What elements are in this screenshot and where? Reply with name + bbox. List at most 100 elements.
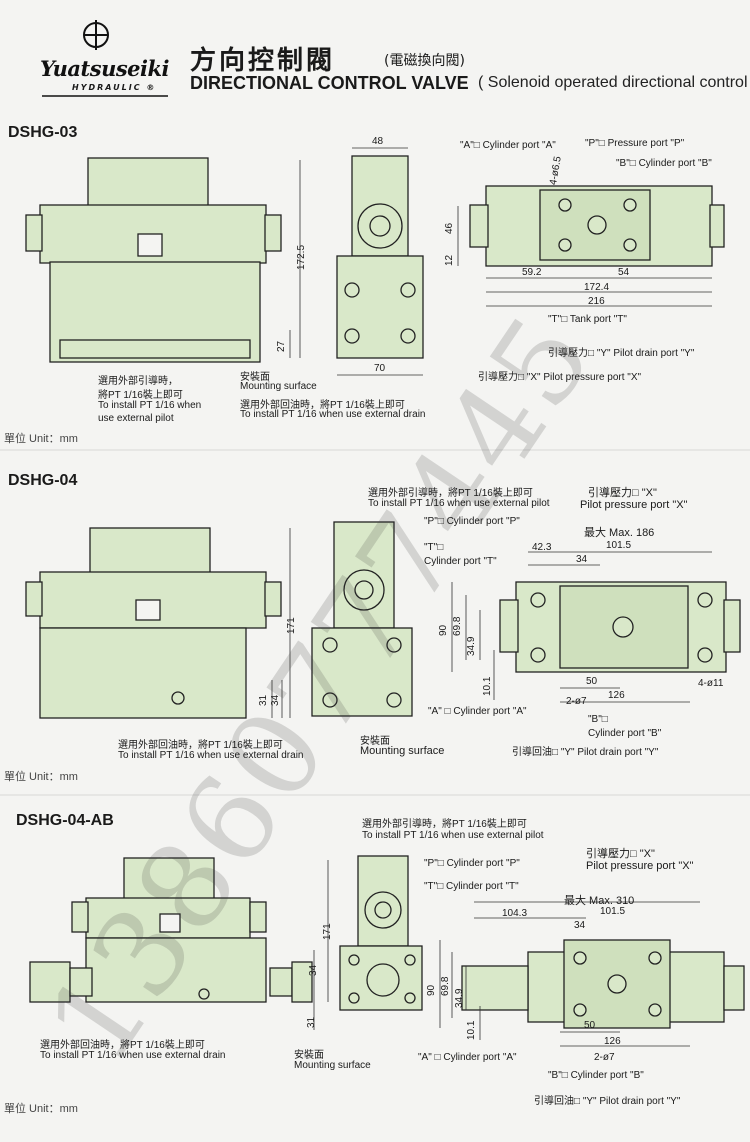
dim-126: 126 <box>608 690 625 701</box>
dim-90: 90 <box>426 984 437 996</box>
port-b-en: Cylinder port "B" <box>588 728 662 739</box>
dim-12: 12 <box>444 254 455 266</box>
drain-note-cn: 選用外部回油時，將PT 1/16裝上即可 <box>118 740 283 751</box>
dim-101v: 10.1 <box>466 1020 477 1040</box>
dshg04-side-view <box>311 521 413 717</box>
dim-31: 31 <box>306 1016 317 1028</box>
dim-69: 69.8 <box>440 976 451 996</box>
dim-126: 126 <box>604 1036 621 1047</box>
dshg03-top-view <box>469 185 725 267</box>
port-t-en: Cylinder port "T" <box>424 556 497 567</box>
port-t-label: "T"□ Cylinder port "T" <box>424 881 519 892</box>
dim-46: 46 <box>444 222 455 234</box>
dim-59: 59.2 <box>522 267 542 278</box>
pilot-note-en2: use external pilot <box>98 413 174 424</box>
dim-34: 34 <box>308 964 319 976</box>
pilot-note-cn2: 將PT 1/16裝上即可 <box>98 390 183 401</box>
dim-hole4: 4-ø11 <box>698 678 724 689</box>
section-title-dshg04: DSHG-04 <box>8 472 78 489</box>
dim-50: 50 <box>584 1020 596 1031</box>
port-a-label: "A" □ Cylinder port "A" <box>428 706 527 717</box>
pilot-note-cn: 選用外部引導時，將PT 1/16裝上即可 <box>368 488 533 499</box>
dim-42: 42.3 <box>532 542 552 553</box>
unit-label: 單位 Unit：mm <box>4 771 78 783</box>
dim-101: 101.5 <box>606 540 632 551</box>
brand-sub: HYDRAULIC ® <box>72 83 157 92</box>
dim-34: 34 <box>270 694 281 706</box>
pilot-note-en: To install PT 1/16 when use external pil… <box>368 498 550 509</box>
max-label: 最大 Max. 310 <box>564 895 635 907</box>
dim-90: 90 <box>438 624 449 636</box>
dim-101v: 10.1 <box>482 676 493 696</box>
port-b-label: "B"□ Cylinder port "B" <box>616 158 712 169</box>
brand-name: Yuatsuseiki <box>40 56 170 81</box>
title-english: DIRECTIONAL CONTROL VALVE <box>190 73 469 93</box>
port-p-label: "P"□ Cylinder port "P" <box>424 516 520 527</box>
dim-54: 54 <box>618 267 630 278</box>
dim-hole2: 2-ø7 <box>594 1052 615 1063</box>
dshg04-front-view <box>25 527 282 719</box>
port-a-label: "A"□ Cylinder port "A" <box>460 140 556 151</box>
port-y-label: 引導回油□ "Y" Pilot drain port "Y" <box>512 747 659 758</box>
dim-bottom: 70 <box>374 363 386 374</box>
pilot-note-en: To install PT 1/16 when <box>98 400 202 411</box>
pilot-note-en: To install PT 1/16 when use external pil… <box>362 830 544 841</box>
mount-cn: 安裝面 <box>240 372 270 383</box>
port-p-label: "P"□ Cylinder port "P" <box>424 858 520 869</box>
port-x-label: 引導壓力□ "X" Pilot pressure port "X" <box>478 372 642 383</box>
dim-34h: 34 <box>576 554 588 565</box>
title-english-sub: ( Solenoid operated directional control … <box>478 74 750 91</box>
dim-349: 34.9 <box>466 636 477 656</box>
pilot-note-cn: 選用外部引導時，將PT 1/16裝上即可 <box>362 819 527 830</box>
dim-34h: 34 <box>574 920 586 931</box>
port-b-cn: "B"□ <box>588 714 608 725</box>
mount-cn: 安裝面 <box>360 736 390 747</box>
dim-50: 50 <box>586 676 598 687</box>
port-y-label: 引導回油□ "Y" Pilot drain port "Y" <box>534 1096 681 1107</box>
section-title-dshg04ab: DSHG-04-AB <box>16 812 114 829</box>
unit-label: 單位 Unit：mm <box>4 1103 78 1115</box>
drain-note-en: To install PT 1/16 when use external dra… <box>240 409 426 420</box>
dim-101: 101.5 <box>600 906 626 917</box>
title-chinese-sub: (電磁換向閥) <box>384 53 465 69</box>
port-p-label: "P"□ Pressure port "P" <box>585 138 685 149</box>
dshg04ab-top-view <box>461 939 745 1029</box>
dim-349: 34.9 <box>454 988 465 1008</box>
dshg04-top-view <box>499 581 741 673</box>
dshg04ab-front-view <box>29 857 313 1003</box>
dim-width: 48 <box>372 136 384 147</box>
port-x-en: Pilot pressure port "X" <box>586 860 694 872</box>
drain-note-cn: 選用外部回油時，將PT 1/16裝上即可 <box>240 400 405 411</box>
mount-en: Mounting surface <box>294 1060 371 1071</box>
port-t-label: "T"□ Tank port "T" <box>548 314 627 325</box>
dim-31: 31 <box>258 694 269 706</box>
unit-label: 單位 Unit：mm <box>4 433 78 445</box>
dim-171: 171 <box>322 923 333 940</box>
dim-104: 104.3 <box>502 908 528 919</box>
dim-base: 27 <box>276 340 287 352</box>
mount-en: Mounting surface <box>240 381 317 392</box>
drain-note-en: To install PT 1/16 when use external dra… <box>118 750 304 761</box>
port-y-label: 引導壓力□ "Y" Pilot drain port "Y" <box>548 348 695 359</box>
dim-216: 216 <box>588 296 605 307</box>
dim-height: 172.5 <box>296 244 307 270</box>
dim-hole2: 2-ø7 <box>566 696 587 707</box>
port-x-cn: 引導壓力□ "X" <box>588 487 657 499</box>
drain-note-en: To install PT 1/16 when use external dra… <box>40 1050 226 1061</box>
mount-cn: 安裝面 <box>294 1050 324 1061</box>
dshg03-side-view <box>336 155 424 359</box>
port-b-label: "B"□ Cylinder port "B" <box>548 1070 644 1081</box>
dim-171: 171 <box>286 617 297 634</box>
port-a-label: "A" □ Cylinder port "A" <box>418 1052 517 1063</box>
dim-172: 172.4 <box>584 282 610 293</box>
section-title-dshg03: DSHG-03 <box>8 124 78 141</box>
dshg03-front-view <box>25 157 282 363</box>
port-x-en: Pilot pressure port "X" <box>580 499 688 511</box>
dim-69: 69.8 <box>452 616 463 636</box>
port-x-cn: 引導壓力□ "X" <box>586 848 655 860</box>
title-chinese: 方向控制閥 <box>190 46 336 76</box>
mount-en: Mounting surface <box>360 745 445 757</box>
max-label: 最大 Max. 186 <box>584 527 655 539</box>
port-t-cn: "T"□ <box>424 542 444 553</box>
dshg04ab-side-view <box>339 855 423 1011</box>
